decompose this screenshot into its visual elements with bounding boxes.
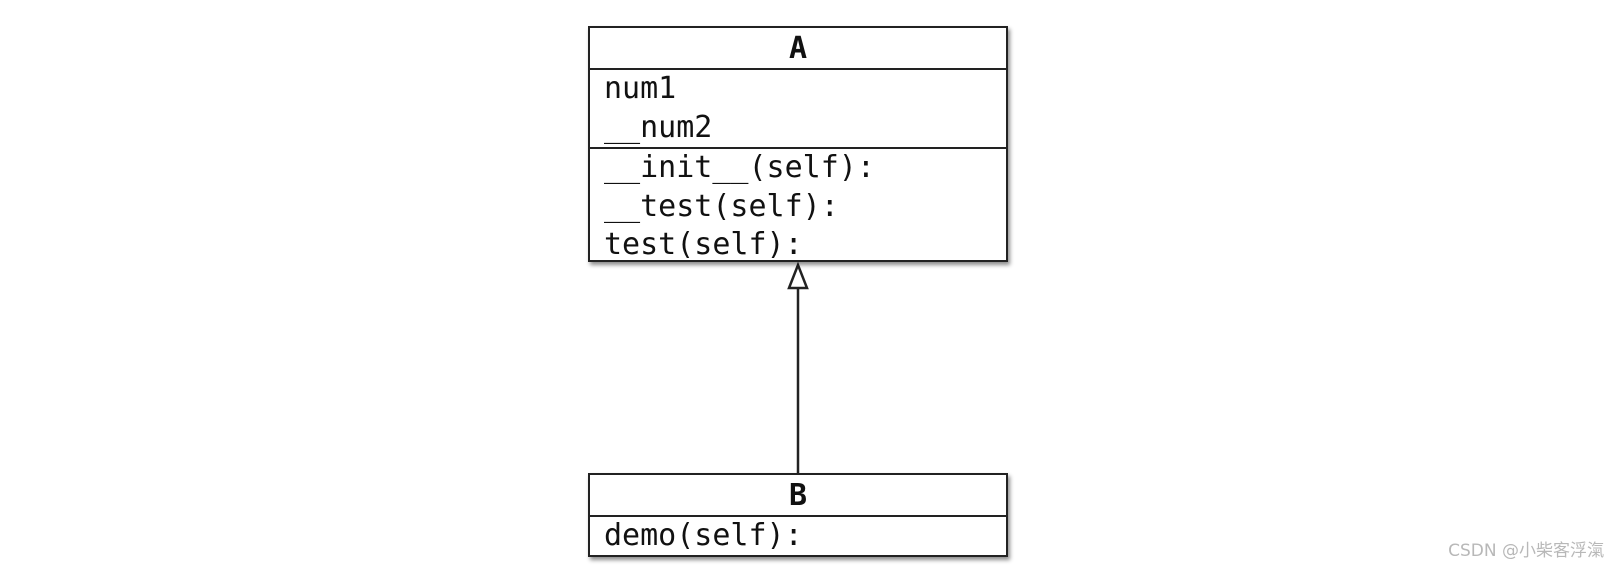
class-a-method: __init__(self):: [604, 150, 875, 185]
class-a-method: test(self):: [604, 227, 803, 262]
class-b-methods: demo(self):: [590, 517, 1006, 556]
class-b-method: demo(self):: [604, 518, 803, 553]
class-b-name: B: [590, 475, 1006, 517]
class-a-attributes: num1 __num2: [590, 70, 1006, 149]
class-a-attribute: __num2: [604, 109, 713, 145]
class-a-attribute: num1: [604, 71, 677, 106]
class-a-methods: __init__(self): __test(self): test(self)…: [590, 149, 1006, 265]
class-b-box: B demo(self):: [588, 473, 1008, 557]
inheritance-arrowhead: [787, 261, 809, 290]
class-a-method: __test(self):: [604, 188, 839, 224]
class-a-name: A: [590, 28, 1006, 70]
watermark: CSDN @小柴客浮滊: [1448, 541, 1604, 561]
class-a-box: A num1 __num2 __init__(self): __test(sel…: [588, 26, 1008, 262]
